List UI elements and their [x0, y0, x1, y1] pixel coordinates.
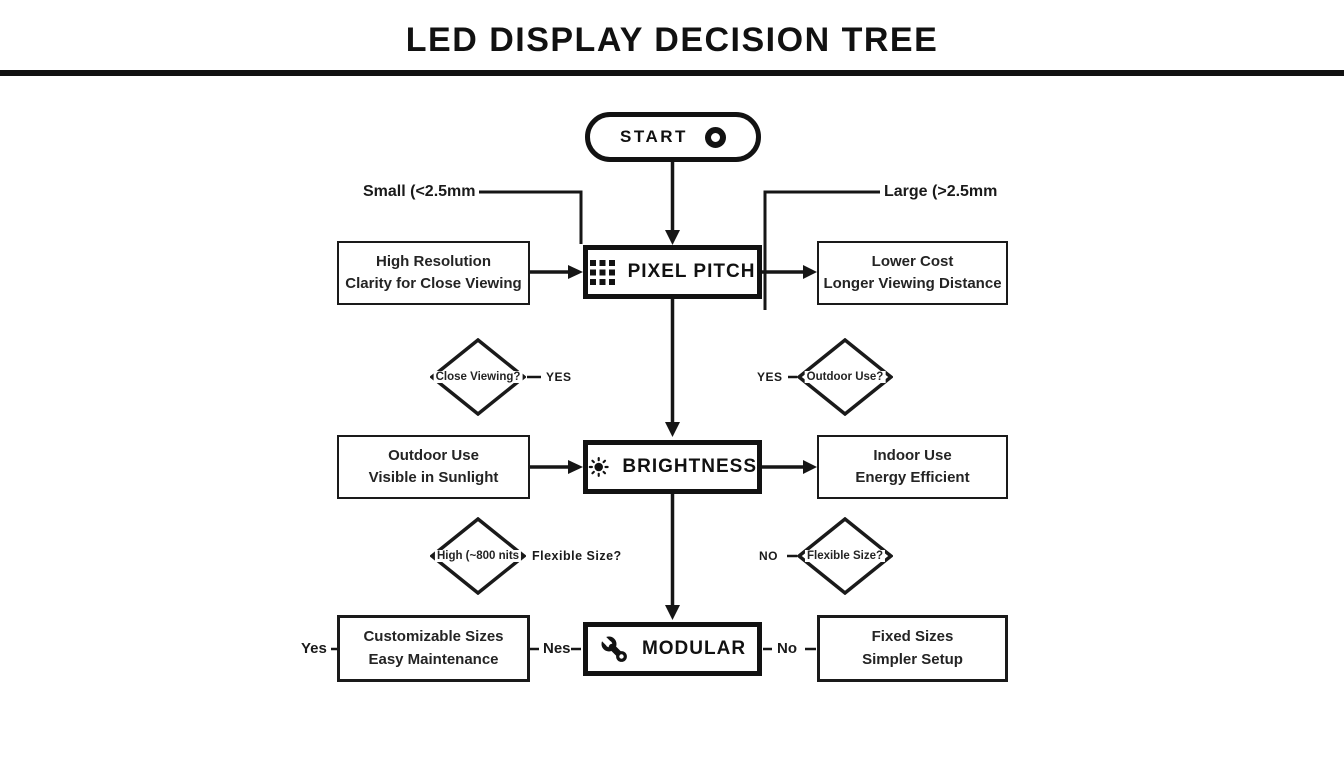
label-yes-bottom: Yes [301, 640, 327, 657]
box-outdoor-use: Outdoor Use Visible in Sunlight [337, 435, 530, 499]
box-line: Clarity for Close Viewing [345, 275, 522, 292]
sun-icon [588, 457, 609, 477]
box-line: Customizable Sizes [363, 628, 504, 645]
start-label: START [620, 127, 688, 146]
diamond-close-viewing: Close Viewing? [430, 338, 526, 416]
node-label: PIXEL PITCH [627, 261, 756, 282]
box-indoor-use: Indoor Use Energy Efficient [817, 435, 1008, 499]
box-line: Easy Maintenance [368, 650, 499, 668]
diamond-outdoor-use: Outdoor Use? [797, 338, 893, 416]
box-line: Outdoor Use [388, 446, 479, 464]
label-yes-row1-right: YES [757, 370, 783, 384]
box-line: Lower Cost [871, 252, 954, 270]
node-label: BRIGHTNESS [622, 456, 757, 477]
diamond-flexible-size: Flexible Size? [797, 517, 893, 595]
label-yes-row1-left: YES [546, 370, 572, 384]
box-line: High Resolution [376, 252, 491, 270]
page-title: LED DISPLAY DECISION TREE [405, 21, 939, 59]
pixel-pitch-node: PIXEL PITCH [583, 245, 762, 299]
box-line: Fixed Sizes [871, 628, 954, 645]
box-line: Visible in Sunlight [368, 469, 499, 486]
wrench-icon [598, 634, 627, 662]
node-label: MODULAR [641, 638, 747, 659]
brightness-node: BRIGHTNESS [583, 440, 762, 494]
box-line: Simpler Setup [862, 650, 963, 668]
title-divider [0, 70, 1344, 76]
circle-ring-icon [704, 126, 726, 148]
pixel-grid-icon [589, 259, 615, 285]
box-line: Indoor Use [873, 446, 952, 464]
diamond-label: Close Viewing? [433, 371, 523, 383]
branch-label-large: Large (>2.5mm [884, 183, 998, 200]
diamond-label: Outdoor Use? [804, 371, 886, 383]
box-high-resolution: High Resolution Clarity for Close Viewin… [337, 241, 530, 305]
box-fixed: Fixed Sizes Simpler Setup [817, 615, 1008, 682]
label-flexible-size-left: Flexible Size? [532, 549, 622, 563]
box-line: Energy Efficient [855, 469, 970, 486]
label-nes-bottom: Nes [543, 640, 571, 657]
modular-node: MODULAR [583, 622, 762, 676]
box-lower-cost: Lower Cost Longer Viewing Distance [817, 241, 1008, 305]
label-no-bottom: No [777, 640, 797, 657]
start-node: START [585, 112, 761, 162]
label-no-row2-right: NO [759, 549, 778, 563]
diamond-label: Flexible Size? [804, 550, 886, 562]
diamond-high-nits: High (~800 nits [430, 517, 526, 595]
diamond-label: High (~800 nits [434, 550, 522, 562]
box-customizable: Customizable Sizes Easy Maintenance [337, 615, 530, 682]
branch-label-small: Small (<2.5mm [363, 183, 476, 200]
box-line: Longer Viewing Distance [823, 275, 1002, 292]
